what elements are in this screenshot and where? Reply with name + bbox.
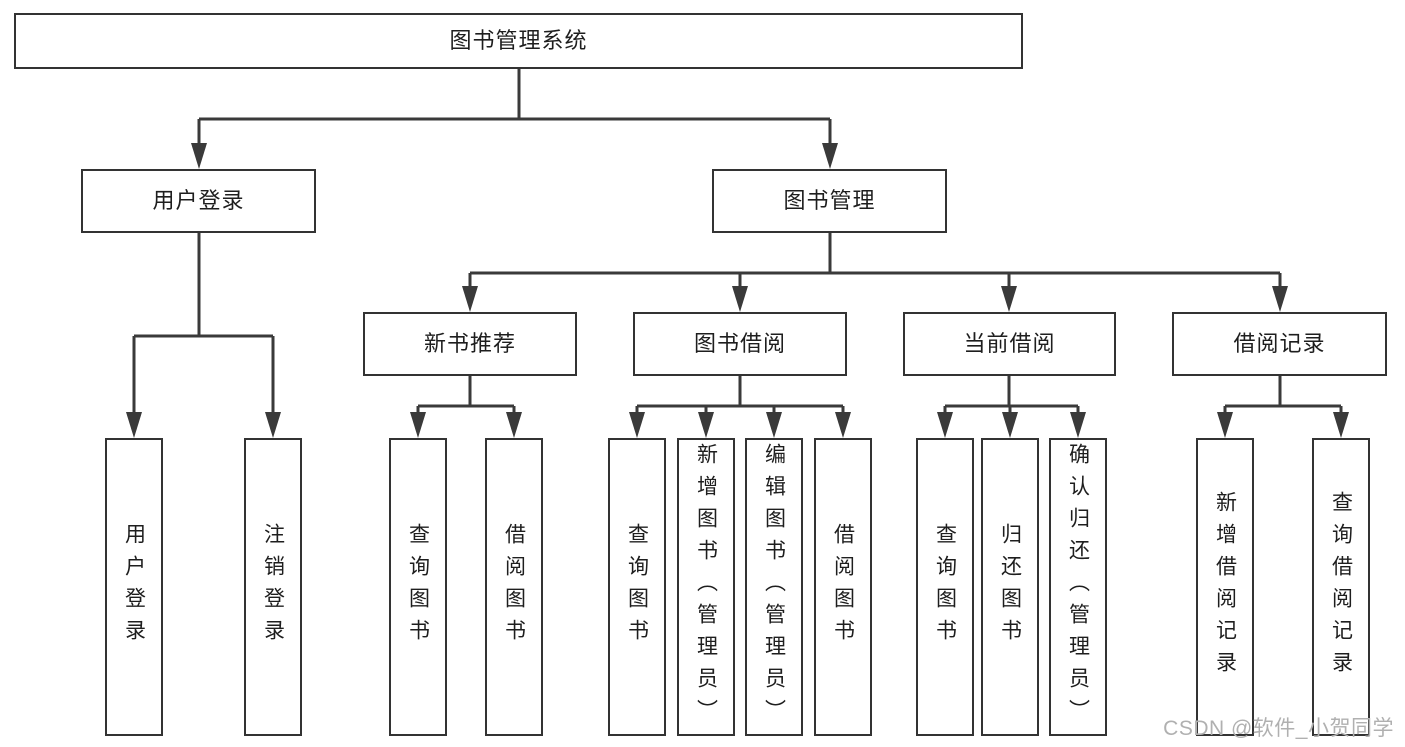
node-book-borrow-label: 图书借阅 (693, 331, 786, 356)
leaf-query-books-1: 查询图书 (389, 438, 447, 736)
node-user-login-branch-label: 用户登录 (152, 188, 245, 213)
arrowheads (126, 143, 1349, 438)
leaf-add-books-admin: 新增图书（管理员） (677, 438, 735, 736)
node-current-borrow: 当前借阅 (903, 312, 1116, 376)
leaf-borrow-books-1-label: 借阅图书 (502, 523, 526, 651)
leaf-user-login: 用户登录 (105, 438, 163, 736)
node-root-label: 图书管理系统 (449, 28, 588, 53)
leaf-logout-label: 注销登录 (261, 523, 285, 651)
leaf-user-login-label: 用户登录 (122, 523, 146, 651)
node-borrow-records: 借阅记录 (1172, 312, 1387, 376)
tree-edges (132, 69, 1343, 415)
node-user-login-branch: 用户登录 (81, 169, 316, 233)
node-book-management: 图书管理 (712, 169, 947, 233)
leaf-borrow-books-2-label: 借阅图书 (831, 523, 855, 651)
node-new-book-recommend: 新书推荐 (363, 312, 577, 376)
leaf-edit-books-admin-label: 编辑图书（管理员） (762, 443, 786, 731)
leaf-borrow-books-1: 借阅图书 (485, 438, 543, 736)
node-book-borrow: 图书借阅 (633, 312, 847, 376)
leaf-add-books-admin-label: 新增图书（管理员） (694, 443, 718, 731)
leaf-query-books-3: 查询图书 (916, 438, 974, 736)
leaf-return-books: 归还图书 (981, 438, 1039, 736)
watermark-text: CSDN @软件_小贺同学 (1163, 717, 1394, 740)
leaf-query-borrow-record: 查询借阅记录 (1312, 438, 1370, 736)
leaf-edit-books-admin: 编辑图书（管理员） (745, 438, 803, 736)
leaf-confirm-return-admin-label: 确认归还（管理员） (1066, 443, 1090, 731)
node-new-book-recommend-label: 新书推荐 (423, 331, 516, 356)
node-borrow-records-label: 借阅记录 (1233, 331, 1326, 356)
leaf-query-books-2: 查询图书 (608, 438, 666, 736)
leaf-query-borrow-record-label: 查询借阅记录 (1329, 491, 1353, 683)
node-root-system: 图书管理系统 (14, 13, 1023, 69)
leaf-query-books-2-label: 查询图书 (625, 523, 649, 651)
node-current-borrow-label: 当前借阅 (963, 331, 1056, 356)
leaf-confirm-return-admin: 确认归还（管理员） (1049, 438, 1107, 736)
leaf-logout: 注销登录 (244, 438, 302, 736)
leaf-add-borrow-record-label: 新增借阅记录 (1213, 491, 1237, 683)
leaf-borrow-books-2: 借阅图书 (814, 438, 872, 736)
leaf-query-books-3-label: 查询图书 (933, 523, 957, 651)
leaf-query-books-1-label: 查询图书 (406, 523, 430, 651)
leaf-add-borrow-record: 新增借阅记录 (1196, 438, 1254, 736)
leaf-return-books-label: 归还图书 (998, 523, 1022, 651)
node-book-management-label: 图书管理 (783, 188, 876, 213)
